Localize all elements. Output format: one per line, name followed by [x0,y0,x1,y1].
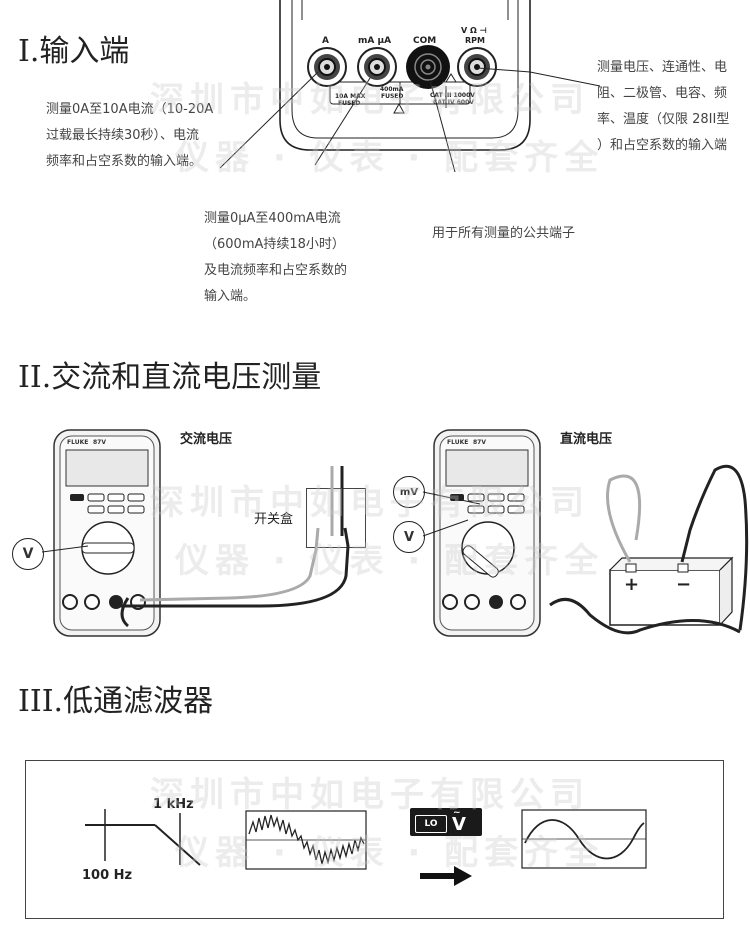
terminal-v-label-line1: V Ω ⊣ [461,26,487,35]
ac-callout-line [41,545,89,553]
ac-voltage-title: 交流电压 [180,432,233,447]
dc-meter-brand: FLUKE [447,439,469,446]
dc-v-symbol-callout: V [393,521,425,553]
v-label: V [452,814,466,835]
terminal-a-jack [307,47,347,87]
dc-battery-and-leads [549,464,749,635]
switch-box-label: 开关盒 [254,512,294,527]
terminal-ma-label: mA µA [358,36,392,46]
cat-rating-line1: CAT III 1000V [430,92,475,99]
dc-multimeter [433,429,541,637]
section-2-heading: II.交流和直流电压测量 [18,360,322,395]
dc-callout-lines [422,491,481,537]
terminal-com-label: COM [413,36,437,46]
tilde-icon: ~ [453,808,461,818]
ac-test-leads [120,466,350,628]
terminal-a-description: 测量0A至10A电流（10-20A 过载最长持续30秒）、电流 频率和占空系数的… [46,102,214,169]
dc-meter-model: 87V [473,439,486,446]
noisy-input-waveform [245,810,367,870]
section-3-heading: III.低通滤波器 [18,684,214,719]
terminal-panel-illustration [279,0,531,151]
fuse-400ma-label-line2: FUSED [381,93,404,100]
cat-rating-line2: CAT IV 600V [433,99,474,106]
terminal-ma-description: 测量0µA至400mA电流 （600mA持续18小时） 及电流频率和占空系数的 … [204,211,348,304]
ac-voltage-symbol-callout: V [12,538,44,570]
label-1khz: 1 kHz [153,797,194,812]
leader-lines [219,67,601,173]
ac-multimeter [53,429,161,637]
dc-mv-symbol-callout: mV [393,476,425,508]
lo-label: LO [415,815,447,833]
right-arrow-icon [420,866,472,886]
terminal-v-jack [457,47,497,87]
filtered-output-waveform [521,809,647,869]
ac-meter-brand: FLUKE [67,439,89,446]
ac-meter-model: 87V [93,439,106,446]
terminal-com-jack [406,45,450,89]
filter-response-curve [85,809,201,866]
terminal-a-label: A [322,36,329,46]
terminal-v-label-line2: RPM [465,36,485,45]
section-1-heading: I.输入端 [18,34,130,69]
terminal-v-description: 测量电压、连通性、电 阻、二极管、电容、频 率、温度（仅限 28II型 ）和占空… [597,60,730,153]
label-100hz: 100 Hz [82,868,133,883]
battery-minus-label: − [676,574,692,595]
terminal-com-description: 用于所有测量的公共端子 [432,226,576,241]
dc-voltage-title: 直流电压 [560,432,613,447]
fuse-400ma-label-line1: 400mA [380,86,404,93]
fuse-10a-label-line1: 10A MAX [335,93,366,100]
terminal-ma-jack [357,47,397,87]
battery-plus-label: + [624,574,640,595]
fuse-10a-label-line2: FUSED [338,100,361,107]
